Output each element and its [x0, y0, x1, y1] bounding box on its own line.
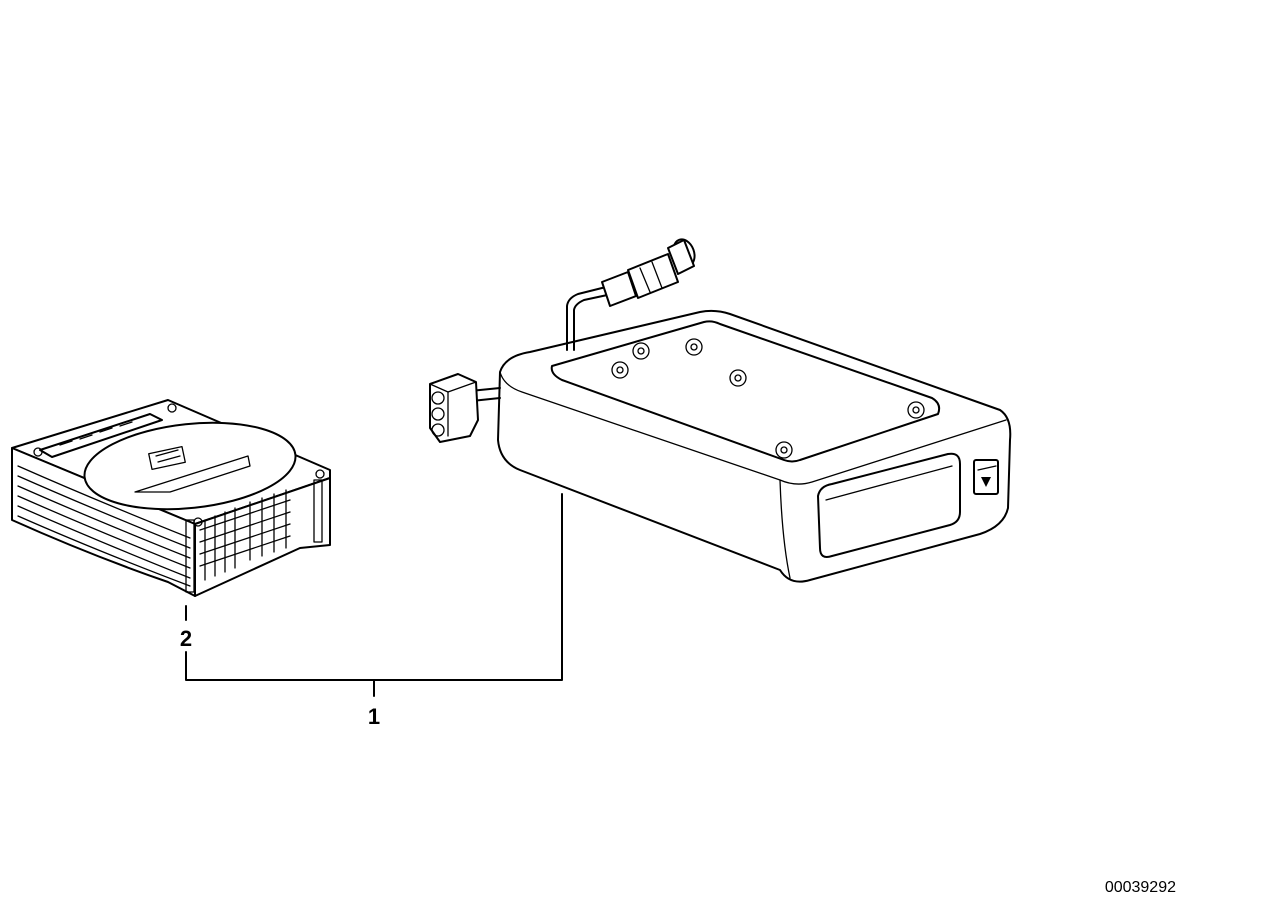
callout-2-label: 2 — [180, 626, 192, 651]
diagram-reference-number: 00039292 — [1105, 879, 1176, 896]
part-1-drawing — [429, 238, 1012, 583]
callout-1-label: 1 — [368, 704, 380, 729]
part-2-drawing — [11, 399, 331, 597]
eject-arrow-icon — [981, 477, 991, 487]
screw-icon — [611, 338, 925, 459]
callout-leaders — [185, 493, 563, 697]
